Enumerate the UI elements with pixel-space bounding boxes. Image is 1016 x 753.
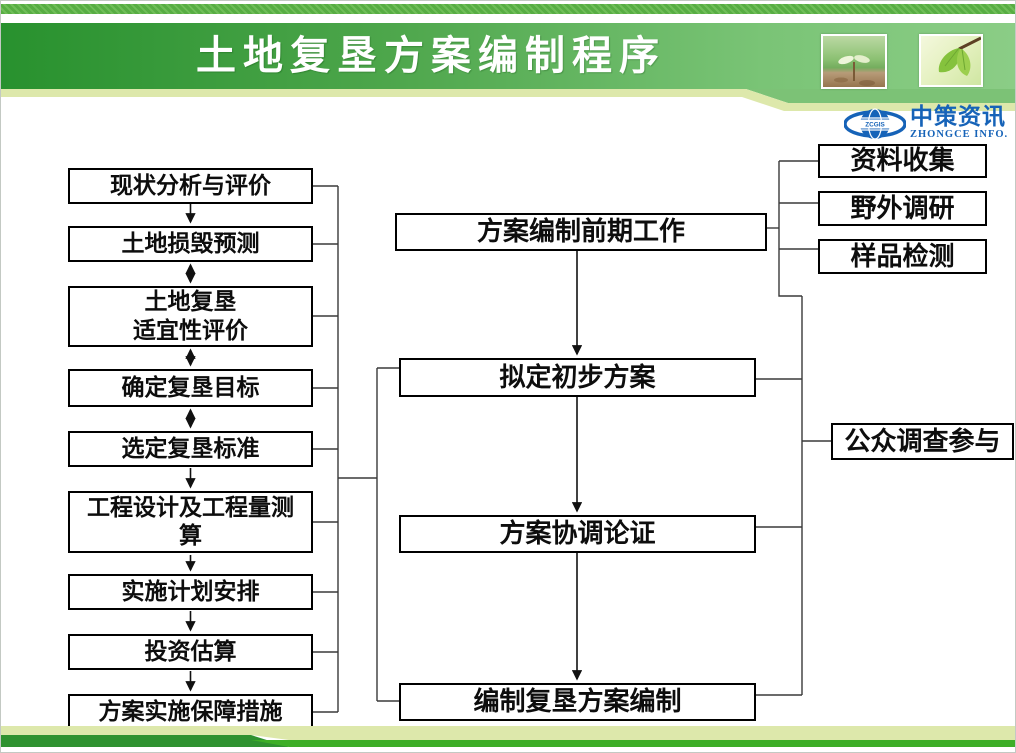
green-leaves-photo bbox=[919, 34, 983, 87]
flow-box-investment-estimate: 投资估算 bbox=[68, 634, 313, 670]
flow-box-land-damage-prediction: 土地损毁预测 bbox=[68, 226, 313, 262]
svg-text:ZCGIS: ZCGIS bbox=[865, 122, 885, 129]
flow-box-reclamation-goals: 确定复垦目标 bbox=[68, 369, 313, 407]
flow-box-engineering-design-quantity: 工程设计及工程量测 算 bbox=[68, 491, 313, 553]
company-logo: ZCGIS 中策资讯 ZHONGCE INFO. bbox=[844, 103, 1015, 145]
flow-box-field-research: 野外调研 bbox=[818, 191, 987, 226]
logo-name-en: ZHONGCE INFO. bbox=[910, 129, 1009, 140]
top-accent-strip bbox=[1, 4, 1015, 14]
flow-box-plan-coordination-review: 方案协调论证 bbox=[399, 515, 756, 553]
flow-box-preliminary-work: 方案编制前期工作 bbox=[395, 213, 767, 251]
footer-accent-stripes bbox=[1, 726, 1015, 747]
flow-box-draft-plan: 拟定初步方案 bbox=[399, 358, 756, 397]
flow-box-sample-testing: 样品检测 bbox=[818, 239, 987, 274]
flow-box-reclamation-standards: 选定复垦标准 bbox=[68, 431, 313, 467]
logo-name-zh: 中策资讯 bbox=[910, 104, 1006, 129]
banner-bottom-stripe bbox=[1, 89, 1015, 111]
flow-box-data-collection: 资料收集 bbox=[818, 144, 987, 178]
flow-box-status-analysis: 现状分析与评价 bbox=[68, 168, 313, 204]
seedling-photo bbox=[821, 34, 887, 89]
page-title: 土地复垦方案编制程序 bbox=[196, 33, 666, 78]
flow-box-public-participation: 公众调查参与 bbox=[831, 423, 1014, 460]
flow-box-implementation-plan: 实施计划安排 bbox=[68, 574, 313, 610]
flow-box-plan-compilation: 编制复垦方案编制 bbox=[399, 683, 756, 721]
globe-icon: ZCGIS bbox=[844, 108, 906, 140]
flow-box-reclamation-suitability-evaluation: 土地复垦 适宜性评价 bbox=[68, 286, 313, 347]
bus-lines bbox=[313, 160, 831, 713]
